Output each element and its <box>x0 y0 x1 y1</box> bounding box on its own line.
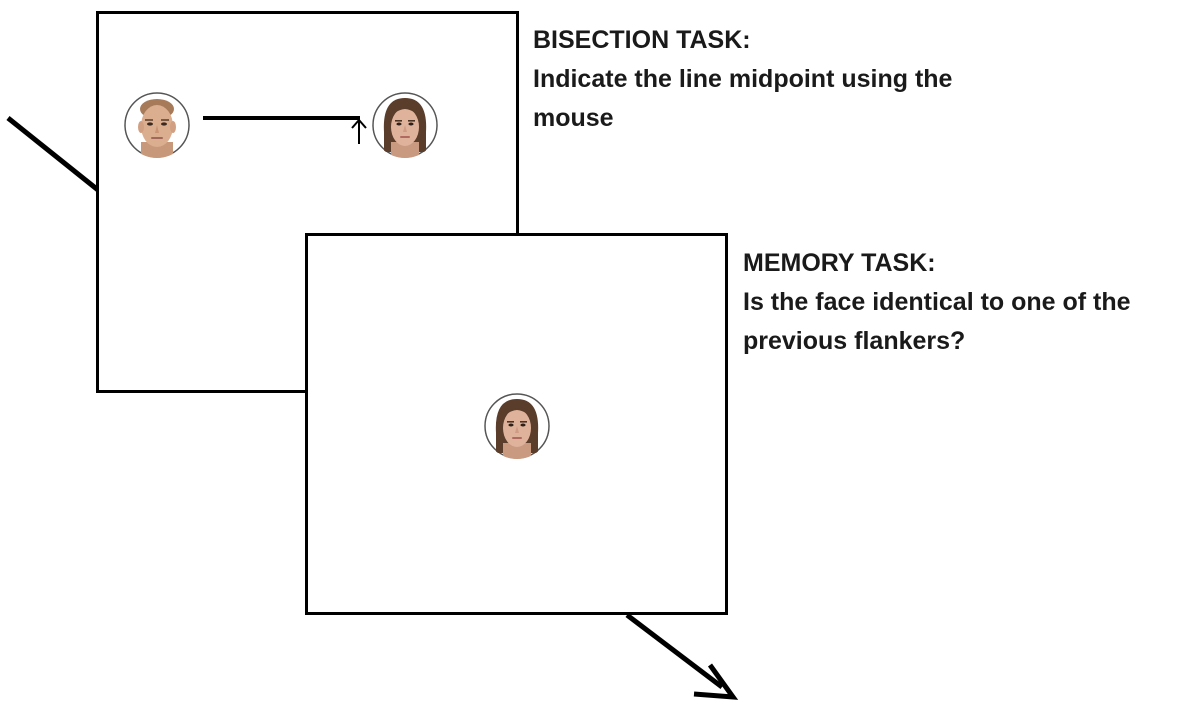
female-face-icon <box>484 393 550 459</box>
incoming-flow-line <box>6 116 100 192</box>
male-face-icon <box>124 92 190 158</box>
memory-task-heading: MEMORY TASK: <box>743 249 936 277</box>
bisection-task-instruction-line-2: mouse <box>533 104 614 132</box>
bisection-task-label: BISECTION TASK: Indicate the line midpoi… <box>533 21 1013 138</box>
outgoing-flow-line <box>625 613 724 689</box>
bisection-task-heading: BISECTION TASK: <box>533 26 751 54</box>
memory-task-instruction-line-1: Is the face identical to one of the <box>743 288 1131 316</box>
memory-task-instruction-line-2: previous flankers? <box>743 327 966 355</box>
bisection-line <box>203 116 360 120</box>
female-face-icon <box>372 92 438 158</box>
outgoing-arrowhead-icon <box>693 663 739 700</box>
mouse-cursor-arrow-icon <box>351 118 367 144</box>
memory-task-label: MEMORY TASK: Is the face identical to on… <box>743 244 1183 361</box>
bisection-task-instruction-line-1: Indicate the line midpoint using the <box>533 65 953 93</box>
